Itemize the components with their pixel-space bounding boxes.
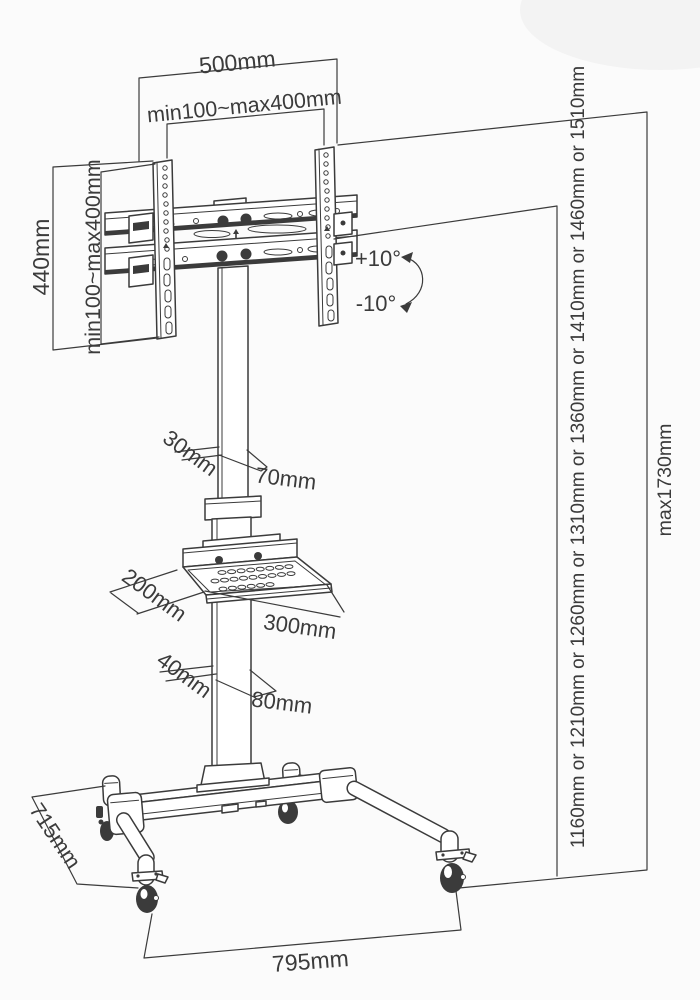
tv-bracket	[104, 146, 358, 340]
rail-holes	[162, 165, 173, 335]
dim-bracket-width-label: 500mm	[198, 45, 277, 78]
dim-base-width-lines	[143, 890, 462, 959]
dim-lower-column-depth-label: 40mm	[152, 647, 216, 703]
brake-lever	[155, 873, 169, 884]
rail-hook	[333, 211, 353, 266]
right-leg-hub	[318, 766, 359, 804]
shelf-holes	[210, 564, 296, 592]
dim-base-width-label: 795mm	[271, 945, 350, 977]
dim-bracket-width-lines	[138, 58, 338, 162]
dim-height-options-lines	[333, 205, 558, 877]
column-foot	[196, 762, 270, 793]
tilt-annotation: +10° -10°	[355, 246, 424, 316]
dim-shelf-depth-label: 200mm	[117, 563, 191, 626]
bolt-knob	[216, 250, 228, 262]
dim-vesa-width-lines	[166, 108, 325, 159]
dim-vesa-height-label: min100~max400mm	[81, 159, 105, 354]
base-assembly	[96, 762, 477, 913]
bolt-knob	[217, 215, 229, 227]
rail-hook	[128, 212, 154, 288]
dim-upper-column-lines	[174, 446, 268, 472]
caster-front-left	[131, 870, 169, 913]
tilt-down-label: -10°	[356, 291, 397, 316]
dim-lower-column-lines	[159, 665, 277, 698]
bolt-knob	[240, 213, 252, 225]
shelf-knob	[215, 556, 223, 564]
dim-base-depth-lines	[31, 785, 139, 889]
dim-upper-column-width-label: 70mm	[254, 462, 318, 494]
up-arrow-mark	[233, 229, 239, 238]
front-right-leg	[346, 780, 459, 863]
dim-lower-column-width-label: 80mm	[250, 686, 314, 718]
dim-height-options-label: 1160mm or 1210mm or 1260mm or 1310mm or …	[568, 66, 589, 848]
brake-lever	[462, 851, 477, 863]
dim-base-depth-label: 715mm	[24, 798, 86, 873]
caster-rear-right	[278, 800, 298, 824]
media-shelf	[182, 533, 333, 604]
shelf-knob	[254, 552, 262, 560]
bracket-mid-slots	[193, 224, 307, 238]
rail-holes	[323, 152, 335, 322]
dim-vesa-width-label: min100~max400mm	[146, 85, 343, 128]
tilt-up-label: +10°	[355, 246, 401, 271]
dim-vesa-height-lines	[100, 163, 160, 345]
crossbar-notch	[255, 800, 267, 808]
scan-shading	[520, 0, 700, 70]
dim-upper-column-depth-label: 30mm	[158, 425, 222, 481]
tilt-arrow-icon	[400, 252, 424, 313]
column-collar	[204, 495, 262, 521]
left-hub-screws	[96, 806, 107, 834]
up-arrow-mark	[163, 243, 169, 248]
caster-front-right	[435, 848, 477, 893]
up-arrow-mark	[324, 226, 330, 231]
dim-max-height-lines	[337, 111, 648, 889]
crossbar-notch	[221, 803, 239, 814]
bolt-knob	[240, 248, 252, 260]
dim-max-height-label: max1730mm	[654, 424, 676, 537]
right-vesa-rail	[314, 146, 353, 327]
dimension-lines: 500mm min100~max400mm 440mm min100~max40…	[24, 45, 676, 977]
dim-shelf-lines	[109, 569, 345, 618]
left-vesa-rail	[128, 159, 177, 340]
dim-bracket-height-label: 440mm	[28, 219, 54, 296]
